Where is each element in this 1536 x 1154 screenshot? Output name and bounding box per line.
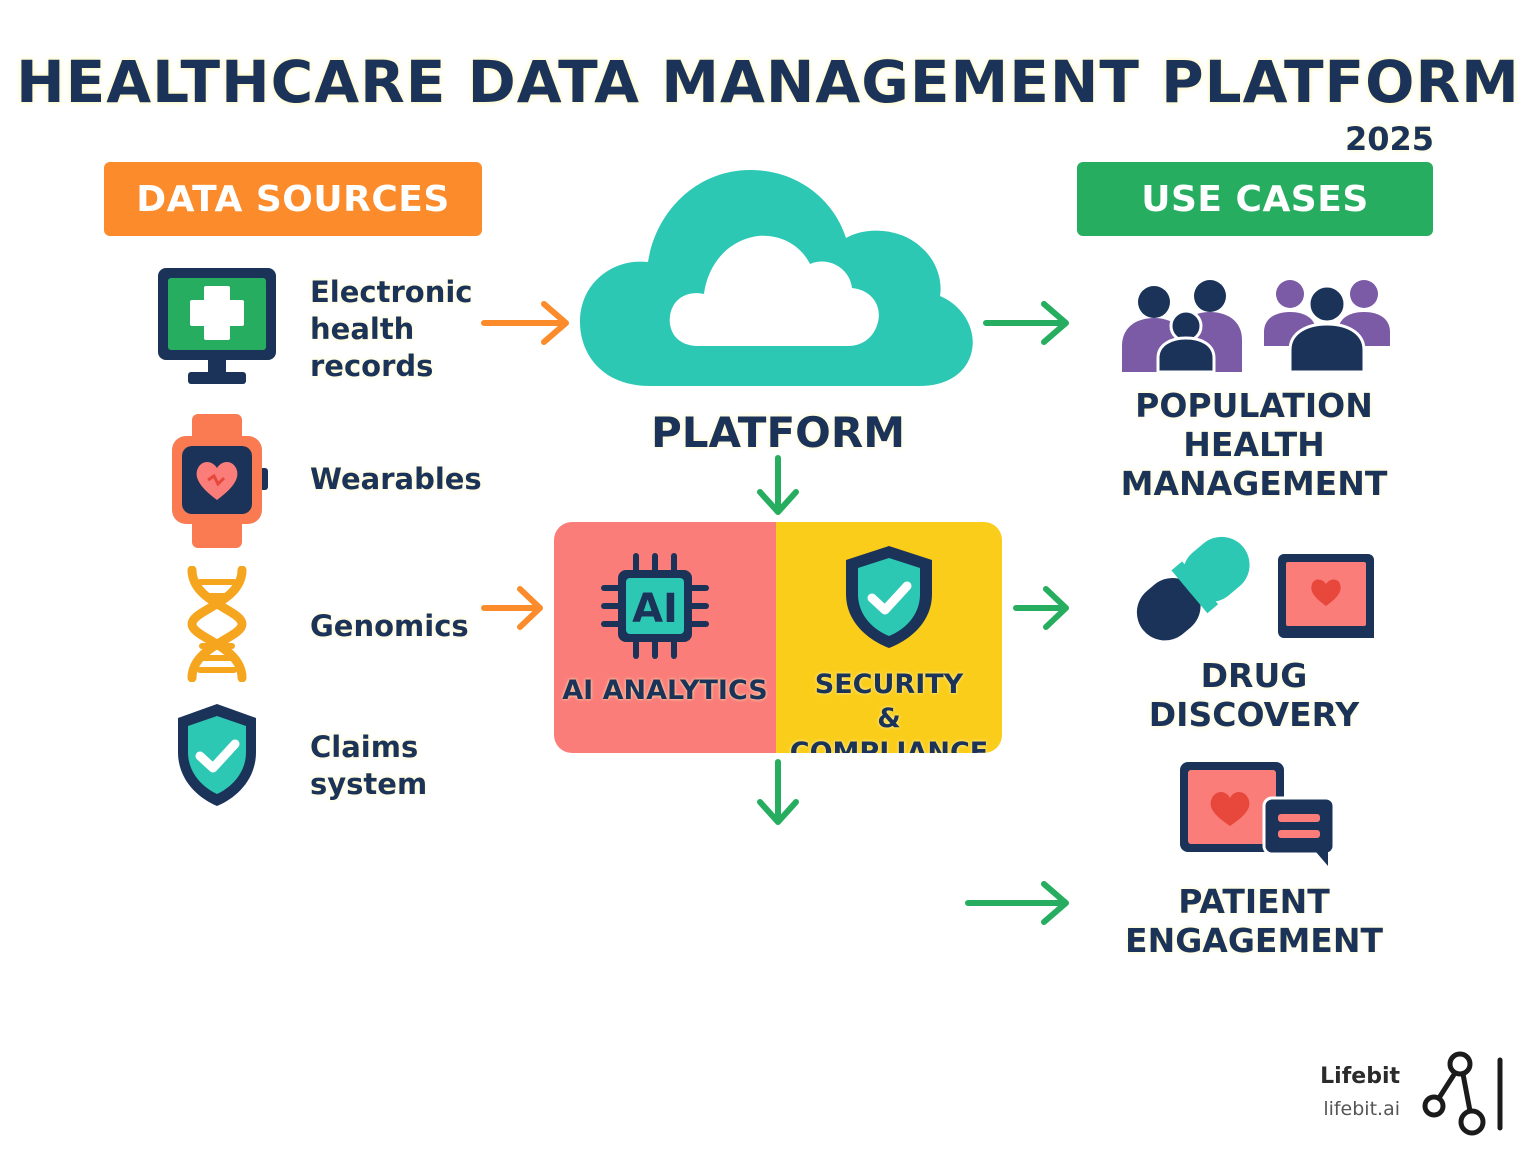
source-label-claims: Claims system [310,730,428,801]
use-case-label-drug: DRUG DISCOVERY [1148,656,1360,734]
page-title: HEALTHCARE DATA MANAGEMENT PLATFORM [16,48,1520,116]
dna-icon [187,566,247,682]
source-label-genomics: Genomics [310,609,469,643]
arrow-genomics-to-core [481,586,543,630]
ai-chip-text: AI [632,586,678,632]
source-label-wearables: Wearables [310,462,482,496]
people-group-icon [1122,280,1390,374]
platform-label: PLATFORM [651,408,905,457]
tablet-heart-chat-icon [1180,762,1336,866]
arrow-core-down [757,759,799,825]
security-shield-check-icon [846,546,932,648]
smartwatch-heart-icon [172,414,268,548]
platform-modules-box: AI AI ANALYTICS SECURITY & COMPLIANCE [554,522,1002,753]
brand-url: lifebit.ai [1323,1098,1400,1120]
security-compliance-panel: SECURITY & COMPLIANCE [776,522,1002,753]
arrow-core-to-drug [1013,586,1069,630]
use-case-label-patient: PATIENT ENGAGEMENT [1125,882,1383,960]
shield-check-icon [178,704,256,806]
arrow-platform-to-population [983,301,1069,345]
brand-name: Lifebit [1320,1064,1400,1089]
lifebit-logo-icon [1422,1051,1503,1136]
arrow-to-patient [965,881,1069,925]
monitor-medical-cross-icon [158,268,276,384]
use-cases-header: USE CASES [1077,162,1433,236]
cloud-icon [580,170,973,386]
arrow-ehr-to-platform [481,301,569,345]
ai-chip-icon: AI [601,553,709,659]
source-label-ehr: Electronic health records [310,275,473,383]
ai-analytics-label: AI ANALYTICS [562,675,768,706]
capsule-and-tablet-icon [1136,536,1374,641]
security-compliance-label: SECURITY & COMPLIANCE [789,669,989,753]
year-label: 2025 [1344,120,1434,158]
use-case-label-population: POPULATION HEALTH MANAGEMENT [1120,386,1388,503]
data-sources-header: DATA SOURCES [104,162,482,236]
ai-analytics-panel: AI AI ANALYTICS [554,522,776,753]
arrow-platform-to-core [757,455,799,515]
